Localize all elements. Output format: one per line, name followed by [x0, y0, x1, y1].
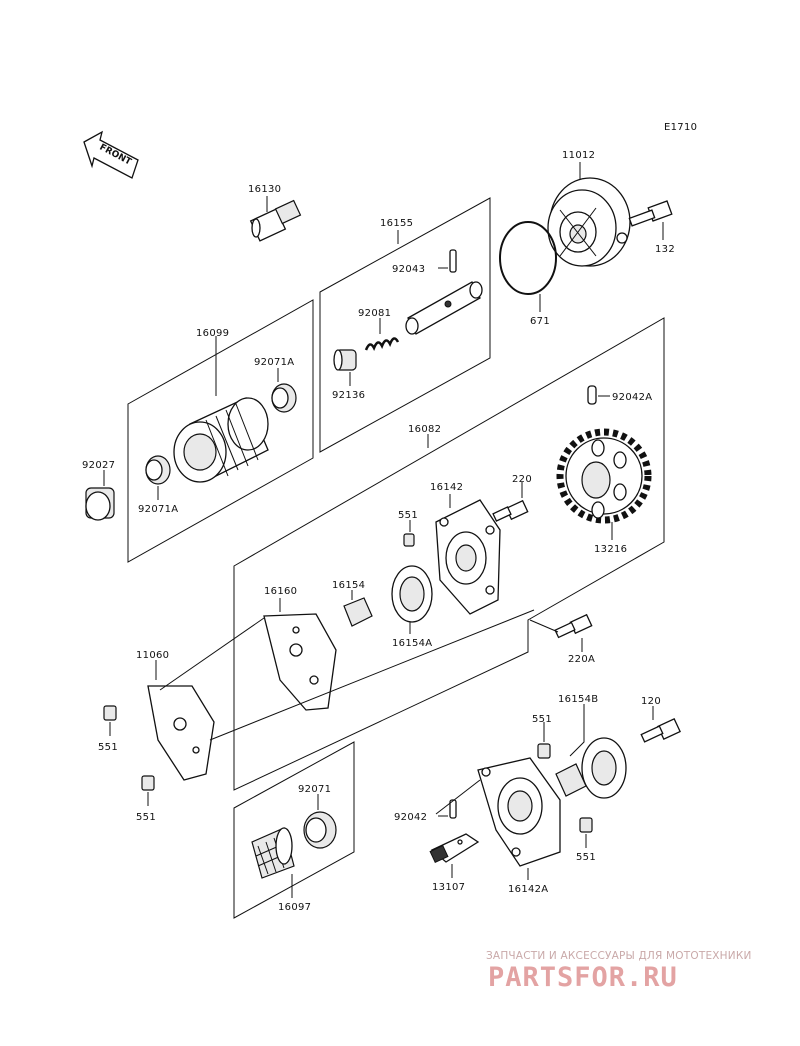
label-92136: 92136	[332, 390, 365, 401]
seal-92071	[303, 811, 337, 849]
label-671: 671	[530, 316, 550, 327]
inner-rotor-16154	[343, 597, 373, 627]
dowel-551-c	[141, 775, 155, 791]
pump-body-16142	[435, 499, 501, 615]
label-551-d: 551	[532, 714, 552, 725]
label-551-e: 551	[576, 852, 596, 863]
label-16097: 16097	[278, 902, 311, 913]
label-120: 120	[641, 696, 661, 707]
rotor-16154b	[555, 737, 627, 799]
label-92027: 92027	[82, 460, 115, 471]
watermark-logo: PARTSFOR.RU	[488, 962, 678, 993]
pump-body-16142a	[477, 757, 561, 867]
box-16097	[233, 741, 355, 919]
dowel-551-d	[537, 743, 551, 759]
label-11012: 11012	[562, 150, 595, 161]
front-arrow-icon: FRONT	[83, 130, 139, 179]
bolt-220a	[554, 613, 593, 639]
seal-92071a-bottom	[145, 455, 171, 485]
o-ring-671	[499, 221, 557, 295]
label-551-a: 551	[398, 510, 418, 521]
dowel-551-e	[579, 817, 593, 833]
valve-16155	[405, 281, 483, 335]
label-220a: 220A	[568, 654, 595, 665]
label-92043: 92043	[392, 264, 425, 275]
label-13107: 13107	[432, 882, 465, 893]
label-16142: 16142	[430, 482, 463, 493]
label-16099: 16099	[196, 328, 229, 339]
label-132: 132	[655, 244, 675, 255]
outer-rotor-16154a	[391, 565, 433, 623]
shaft-13107	[429, 833, 480, 864]
collar-92027	[85, 487, 115, 521]
label-551-c: 551	[136, 812, 156, 823]
label-220: 220	[512, 474, 532, 485]
spring-92081	[364, 337, 400, 352]
label-16082: 16082	[408, 424, 441, 435]
bolt-220	[492, 499, 529, 522]
collar-92136	[333, 349, 357, 371]
label-16154b: 16154B	[558, 694, 598, 705]
box-16099	[127, 299, 314, 563]
label-92071a-top: 92071A	[254, 357, 294, 368]
label-16130: 16130	[248, 184, 281, 195]
label-92042a: 92042A	[612, 392, 652, 403]
label-16154: 16154	[332, 580, 365, 591]
fitting-16130	[249, 199, 302, 242]
label-16155: 16155	[380, 218, 413, 229]
watermark-tagline: ЗАПЧАСТИ И АКСЕССУАРЫ ДЛЯ МОТОТЕХНИКИ	[486, 950, 752, 962]
strainer-16097	[251, 827, 295, 879]
box-16082	[233, 317, 665, 791]
gear-13216	[556, 428, 652, 524]
label-92042: 92042	[394, 812, 427, 823]
label-16160: 16160	[264, 586, 297, 597]
label-551-b: 551	[98, 742, 118, 753]
box-16155	[319, 197, 491, 453]
plate-16160	[263, 613, 337, 711]
dowel-551-a	[403, 533, 415, 547]
diagram-code: E1710	[664, 122, 697, 133]
seal-92071a-top	[271, 383, 297, 413]
bolt-132	[628, 200, 673, 227]
label-92071: 92071	[298, 784, 331, 795]
label-16142a: 16142A	[508, 884, 548, 895]
label-16154a: 16154A	[392, 638, 432, 649]
pin-92043	[449, 249, 457, 273]
cover-11012	[547, 177, 631, 267]
label-13216: 13216	[594, 544, 627, 555]
dowel-551-b	[103, 705, 117, 721]
oil-filter-16099	[173, 397, 269, 483]
bolt-120	[640, 717, 681, 743]
label-11060: 11060	[136, 650, 169, 661]
label-92081: 92081	[358, 308, 391, 319]
label-92071a-bottom: 92071A	[138, 504, 178, 515]
pin-92042	[449, 799, 457, 819]
gasket-11060	[147, 685, 215, 781]
pin-92042a	[587, 385, 597, 405]
